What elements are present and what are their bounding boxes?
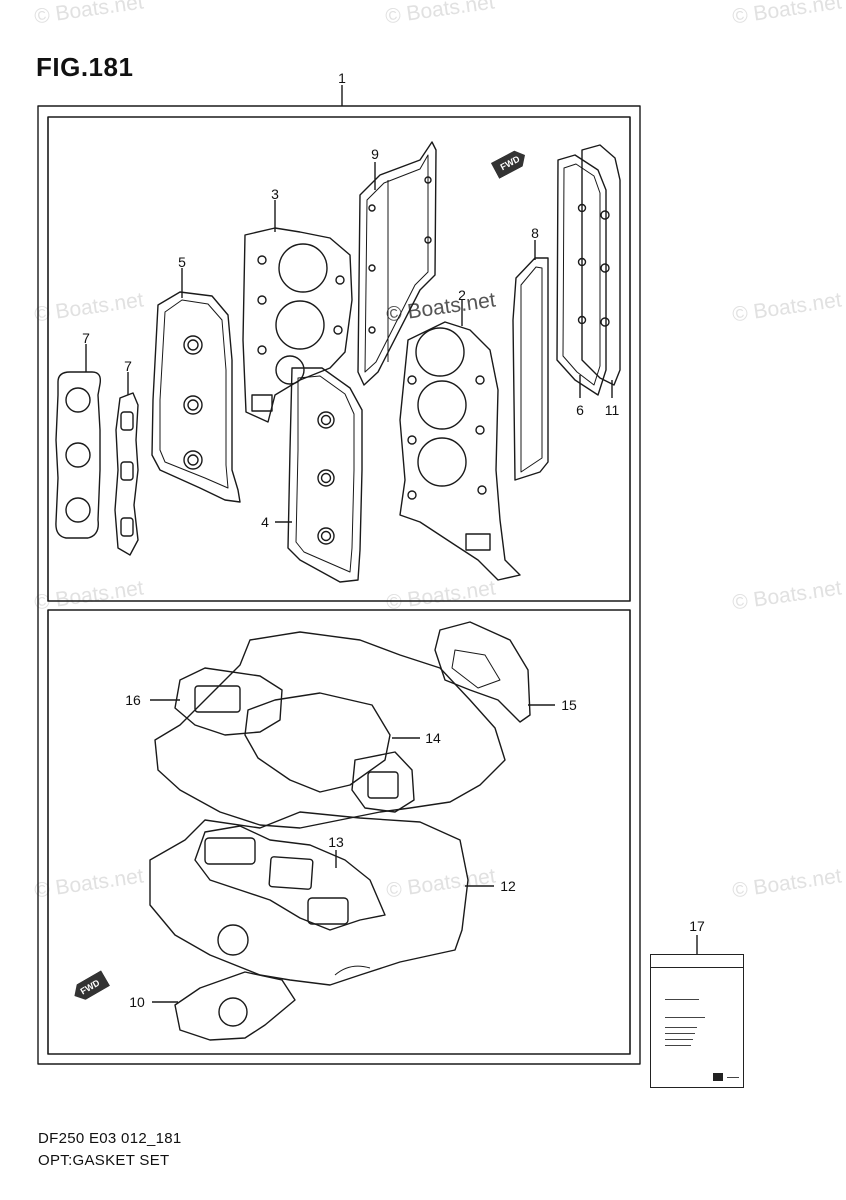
callout-14: 14 <box>425 730 441 746</box>
callout-11: 11 <box>604 402 620 418</box>
callout-16: 16 <box>125 692 141 708</box>
part-10-gasket <box>174 971 296 1041</box>
upper-panel <box>47 116 631 602</box>
figure-title: FIG.181 <box>36 52 134 82</box>
figure-code: DF250 E03 012_181 <box>38 1130 182 1147</box>
callout-3: 3 <box>271 186 279 202</box>
callout-6: 6 <box>576 402 584 418</box>
callout-5: 5 <box>178 254 186 270</box>
part-15-gasket <box>434 621 531 723</box>
callout-7a: 7 <box>82 330 90 346</box>
callout-1: 1 <box>338 70 346 86</box>
part-7-gasket-right <box>114 392 139 556</box>
outer-frame <box>37 105 641 1065</box>
callout-7b: 7 <box>124 358 132 374</box>
part-17-manual-card <box>650 954 744 1088</box>
part-4-gasket <box>287 367 363 583</box>
part-3-gasket <box>242 227 353 423</box>
part-5-gasket <box>151 291 241 503</box>
part-7-gasket-left <box>55 371 102 539</box>
part-16-gasket <box>174 667 283 736</box>
lower-panel <box>47 609 631 1055</box>
part-11-gasket <box>581 144 621 386</box>
callout-15: 15 <box>561 697 577 713</box>
part-9-gasket <box>357 141 437 386</box>
part-13-gasket <box>194 825 386 931</box>
callout-10: 10 <box>129 994 145 1010</box>
callout-12: 12 <box>500 878 516 894</box>
cover-gasket <box>351 751 415 813</box>
callout-13: 13 <box>328 834 344 850</box>
part-2-gasket <box>399 321 521 581</box>
crankcase-gasket <box>154 631 506 829</box>
figure-name: OPT:GASKET SET <box>38 1152 170 1169</box>
callout-2: 2 <box>458 287 466 303</box>
logo-icon <box>713 1073 723 1081</box>
part-8-gasket <box>512 257 549 481</box>
callout-4: 4 <box>261 514 269 530</box>
part-14-gasket <box>244 692 391 793</box>
callout-9: 9 <box>371 146 379 162</box>
callout-17: 17 <box>689 918 705 934</box>
callout-8: 8 <box>531 225 539 241</box>
